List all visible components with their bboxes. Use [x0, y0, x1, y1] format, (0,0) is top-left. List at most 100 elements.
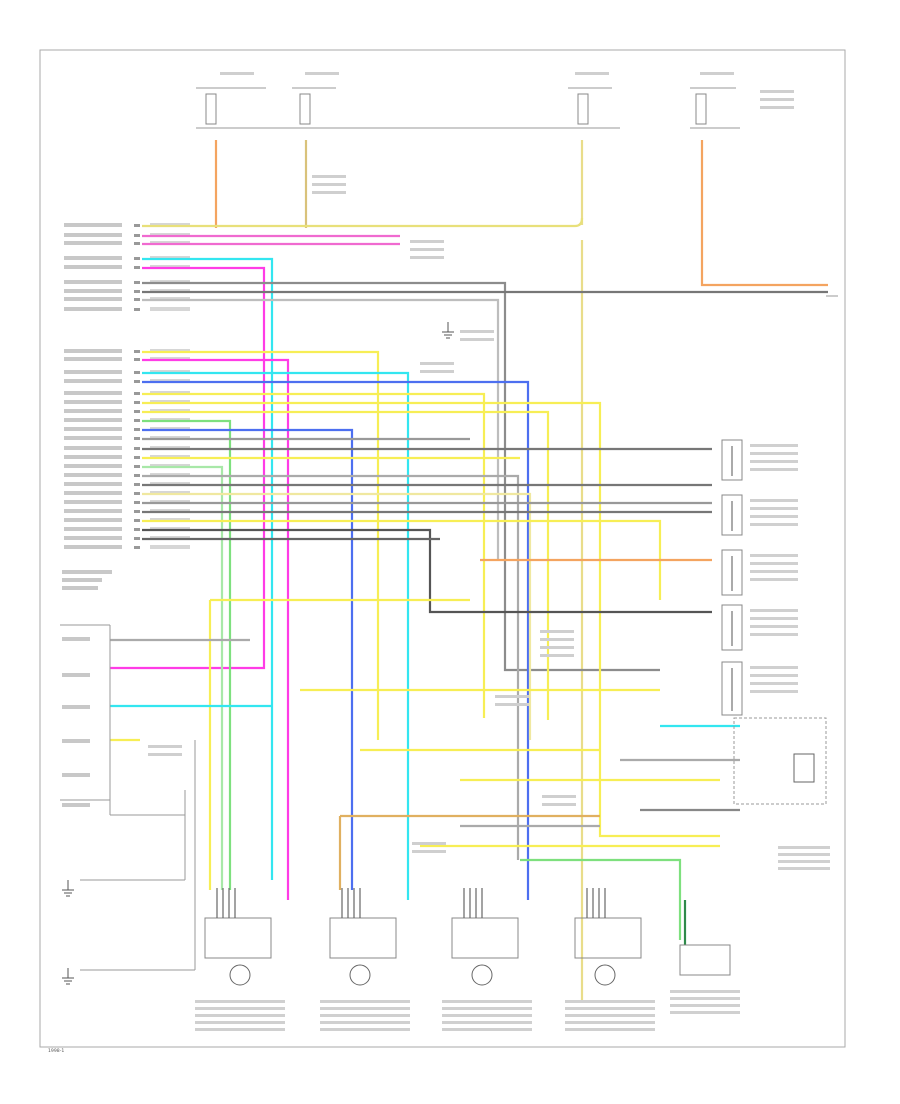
label-mark	[420, 362, 454, 365]
module-pin	[134, 371, 140, 374]
sensor-body	[229, 964, 251, 986]
module-pin	[134, 447, 140, 450]
module-row-label	[64, 509, 122, 513]
module-row-label	[64, 233, 122, 237]
module-pin	[134, 380, 140, 383]
sensor-body	[471, 964, 493, 986]
wire-cyan-1	[142, 257, 274, 880]
footer-code: 1998-1	[48, 1048, 64, 1054]
module-pin	[134, 358, 140, 361]
sensor-caption	[565, 1021, 655, 1024]
connector-pin-label	[62, 705, 90, 709]
label-mark	[148, 745, 182, 748]
wire-yellow-4	[142, 401, 720, 838]
label-mark	[540, 654, 574, 657]
module-row-label	[64, 455, 122, 459]
sensor-body	[594, 964, 616, 986]
label-mark	[542, 795, 576, 798]
label-mark	[312, 183, 346, 186]
sensor-caption	[565, 1028, 655, 1031]
feed-wires	[214, 140, 838, 1000]
label-mark	[420, 370, 454, 373]
air-sensor-caption	[670, 997, 740, 1000]
sensor-caption	[195, 1007, 285, 1010]
diagram-frame	[39, 49, 846, 1048]
sensor-label	[778, 846, 830, 849]
connector-pin-label	[62, 637, 90, 641]
wire-green-1	[142, 419, 232, 890]
module-pin	[134, 308, 140, 311]
module-pin	[134, 410, 140, 413]
wire-blue-1	[142, 380, 530, 900]
feed-wire-orange-right	[700, 140, 828, 287]
module-pin	[134, 474, 140, 477]
sensor-module	[793, 753, 815, 783]
module-pin	[134, 242, 140, 245]
switch-label	[750, 570, 798, 573]
sensor-caption	[565, 1007, 655, 1010]
label-mark	[540, 630, 574, 633]
sensor-label	[778, 860, 830, 863]
sensor-caption	[195, 1000, 285, 1003]
module-pin	[134, 483, 140, 486]
module-row-label	[64, 370, 122, 374]
sensor-caption	[320, 1007, 410, 1010]
sensor-caption	[320, 1028, 410, 1031]
wire-darkgray-2	[142, 528, 712, 614]
fuse-block-2	[299, 93, 311, 125]
module-pin	[134, 224, 140, 227]
module-pin	[134, 437, 140, 440]
wire-magenta-2	[142, 358, 290, 900]
module-row-label	[64, 280, 122, 284]
sensor-connector	[574, 917, 642, 959]
label-mark	[760, 98, 794, 101]
label-mark	[220, 72, 254, 75]
switch-label	[750, 460, 798, 463]
module-pin	[134, 419, 140, 422]
label-mark	[540, 646, 574, 649]
wire-green-2	[142, 465, 224, 890]
switch-label	[750, 507, 798, 510]
label-mark	[410, 240, 444, 243]
module-row-label	[64, 400, 122, 404]
connector-pin-label	[62, 773, 90, 777]
label-mark	[412, 842, 446, 845]
ground-symbols	[62, 322, 454, 985]
switch-label	[750, 468, 798, 471]
air-sensor-caption	[670, 1004, 740, 1007]
sensor-caption	[320, 1014, 410, 1017]
sensor-caption	[442, 1021, 532, 1024]
label-mark	[760, 106, 794, 109]
sensor-connector	[204, 917, 272, 959]
label-mark	[412, 850, 446, 853]
switch-label	[750, 625, 798, 628]
sensor-caption	[320, 1000, 410, 1003]
module-row-label	[64, 241, 122, 245]
wire-magenta-1	[110, 266, 266, 670]
module-row-label	[64, 500, 122, 504]
module-name-label	[62, 578, 102, 582]
module-row-label	[64, 307, 122, 311]
power-sources	[196, 87, 740, 129]
module-pin	[134, 298, 140, 301]
switch-label	[750, 444, 798, 447]
label-mark	[410, 248, 444, 251]
label-mark	[760, 90, 794, 93]
label-mark	[540, 638, 574, 641]
module-pin	[134, 281, 140, 284]
module-row-label	[64, 349, 122, 353]
wire-yellow-5	[142, 410, 550, 720]
module-row-label	[64, 379, 122, 383]
module-row-label	[64, 357, 122, 361]
switch-label	[750, 633, 798, 636]
module-pin	[134, 401, 140, 404]
sensor-caption	[565, 1000, 655, 1003]
label-mark	[700, 72, 734, 75]
wire-yellow-top	[142, 217, 584, 228]
sensor-caption	[195, 1014, 285, 1017]
module-row-label	[64, 446, 122, 450]
wire-code-label	[150, 307, 190, 311]
label-mark	[312, 191, 346, 194]
connector-pin-label	[62, 673, 90, 677]
